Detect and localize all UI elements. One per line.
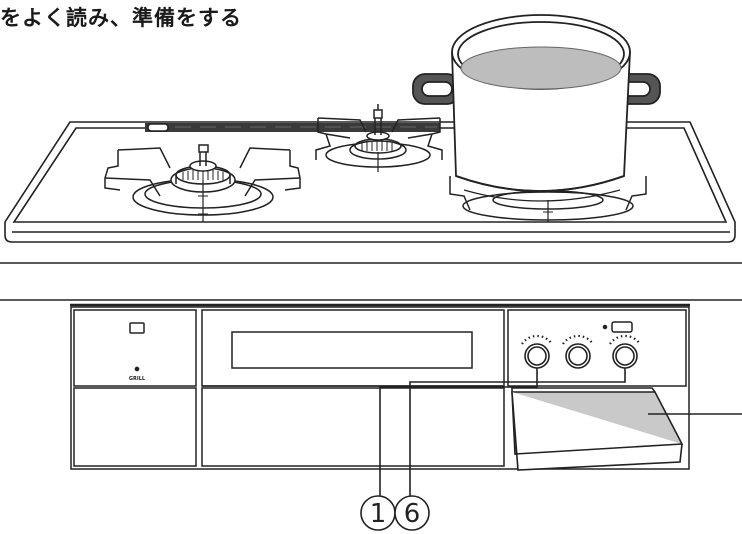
water-surface	[460, 46, 622, 90]
counter-lines	[0, 262, 742, 307]
callout-6: 6	[394, 495, 430, 531]
vent-switch	[147, 123, 169, 132]
battery-drawer[interactable]	[511, 387, 684, 471]
center-burner-knob[interactable]	[562, 334, 594, 369]
grill-window	[231, 331, 473, 369]
callout-1-label: 1	[370, 499, 387, 529]
power-indicator	[611, 321, 633, 333]
right-burner-knob[interactable]	[609, 334, 641, 369]
grill-indicator	[129, 322, 145, 334]
page-heading: をよく読み、準備をする	[0, 6, 242, 30]
power-dot	[602, 324, 608, 330]
callout-1: 1	[360, 495, 396, 531]
callout-leaders	[379, 368, 742, 498]
grill-dot	[134, 366, 140, 372]
left-burner-knob[interactable]	[521, 334, 553, 369]
center-burner	[315, 104, 443, 172]
left-burner	[104, 144, 301, 222]
right-burner	[449, 176, 647, 222]
exhaust-vent	[145, 123, 440, 132]
grill-label: GRILL	[129, 376, 146, 382]
cooking-pot	[412, 14, 661, 202]
callout-6-label: 6	[404, 499, 421, 529]
